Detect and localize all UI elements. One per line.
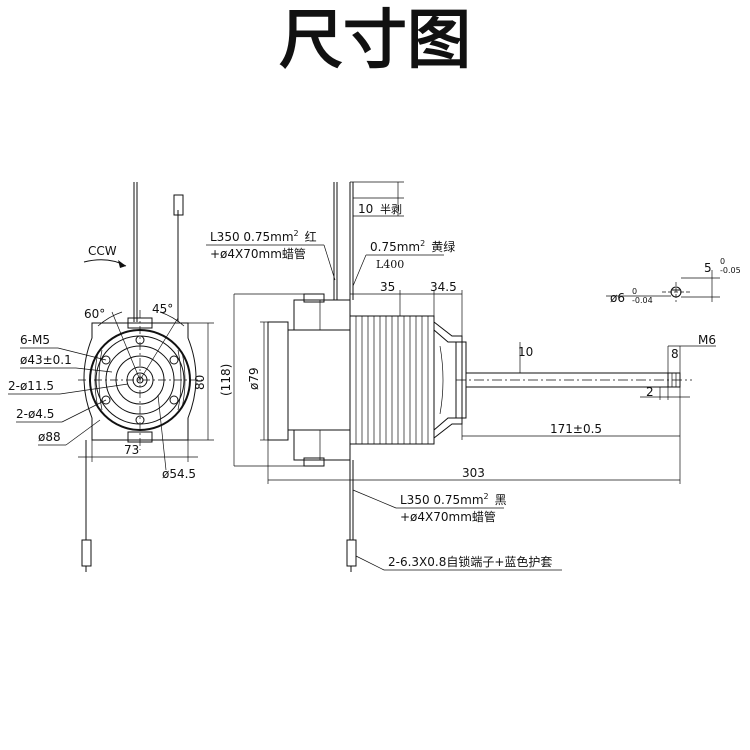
angle-45-label: 45°	[152, 302, 173, 316]
lead-black-sleeve: +ø4X70mm蜡管	[400, 509, 496, 524]
front-bottom-terminal	[81, 539, 92, 567]
front-view: 60° 45° CCW 80 73 ø54.5 6-M5 ø43±0.1	[8, 182, 214, 572]
chamfer-2: 2	[646, 385, 654, 399]
shaft-dia-tol-lower: -0.04	[632, 296, 653, 305]
dim-dia-79: ø79	[247, 367, 261, 390]
drawing-title: 尺寸图	[279, 4, 471, 78]
shaft-dia-6: ø6	[610, 291, 625, 305]
shaft-dia-tol-upper: 0	[632, 287, 637, 296]
side-bottom-terminal	[346, 539, 357, 567]
shaft-detail: 5 0 -0.05 ø6 0 -0.04 M6 8 2	[606, 257, 741, 400]
dim-35: 35	[380, 280, 395, 294]
dim-80: 80	[193, 375, 207, 390]
lamination-lines	[355, 316, 429, 444]
lead-red-sleeve: +ø4X70mm蜡管	[210, 246, 306, 261]
flat-dim-5: 5	[704, 261, 712, 275]
dim-dia-54-5: ø54.5	[162, 467, 196, 481]
callout-dia-88: ø88	[38, 430, 61, 444]
thread-m6: M6	[698, 333, 716, 347]
strip-length: 10	[358, 202, 373, 216]
terminal-spec: 2-6.3X0.8自锁端子+蓝色护套	[388, 554, 552, 569]
lead-yg-length: L400	[376, 258, 404, 271]
dim-73: 73	[124, 443, 139, 457]
dim-10-shaft: 10	[518, 345, 533, 359]
front-top-terminal	[173, 194, 184, 216]
dim-171: 171±0.5	[550, 422, 602, 436]
dim-118: (118)	[219, 364, 233, 396]
strip-label: 半剥	[380, 202, 402, 216]
thread-length-8: 8	[671, 347, 679, 361]
callout-2-dia-4-5: 2-ø4.5	[16, 407, 54, 421]
dim-34-5: 34.5	[430, 280, 457, 294]
dim-303: 303	[462, 466, 485, 480]
callout-6-m5: 6-M5	[20, 333, 50, 347]
rotation-label: CCW	[88, 244, 117, 258]
angle-60-label: 60°	[84, 307, 105, 321]
callout-pcd-43: ø43±0.1	[20, 353, 72, 367]
flat-tol-upper: 0	[720, 257, 725, 266]
flat-tol-lower: -0.05	[720, 266, 741, 275]
callout-2-dia-11-5: 2-ø11.5	[8, 379, 54, 393]
